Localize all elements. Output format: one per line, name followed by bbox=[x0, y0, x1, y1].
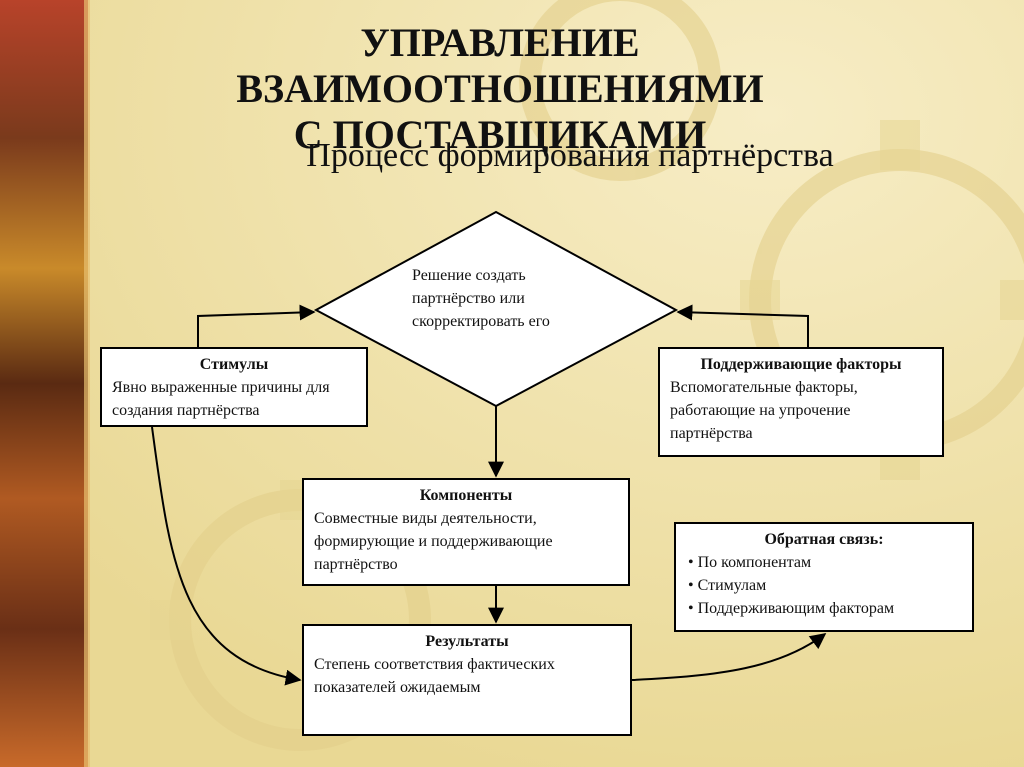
stimuli-text: Явно выраженные причины для создания пар… bbox=[112, 379, 330, 419]
arrow-supporting-to-decision bbox=[676, 304, 809, 347]
results-title: Результаты bbox=[425, 633, 509, 650]
feedback-item: По компонентам bbox=[688, 551, 962, 574]
stimuli-box: Стимулы Явно выраженные причины для созд… bbox=[100, 347, 368, 427]
supporting-factors-title: Поддерживающие факторы bbox=[700, 356, 902, 373]
results-text: Степень соответствия фактических показат… bbox=[314, 656, 555, 696]
stimuli-title: Стимулы bbox=[199, 356, 269, 373]
components-box: Компоненты Совместные виды деятельности,… bbox=[302, 478, 630, 586]
arrow-stimuli-to-decision bbox=[197, 304, 316, 347]
page-title: УПРАВЛЕНИЕ ВЗАИМООТНОШЕНИЯМИ С ПОСТАВЩИК… bbox=[100, 20, 900, 158]
results-box: Результаты Степень соответствия фактичес… bbox=[302, 624, 632, 736]
feedback-title: Обратная связь: bbox=[764, 531, 884, 548]
decision-text: Решение создать партнёрство или скоррект… bbox=[412, 267, 550, 330]
feedback-box: Обратная связь: По компонентам Стимулам … bbox=[674, 522, 974, 632]
components-title: Компоненты bbox=[419, 487, 513, 504]
arrow-stimuli-to-results bbox=[151, 426, 302, 686]
supporting-factors-text: Вспомогательные факторы, работающие на у… bbox=[670, 379, 858, 442]
components-text: Совместные виды деятельности, формирующи… bbox=[314, 510, 553, 573]
feedback-item: Поддерживающим факторам bbox=[688, 597, 962, 620]
page-title-line1: УПРАВЛЕНИЕ ВЗАИМООТНОШЕНИЯМИ bbox=[236, 20, 764, 111]
feedback-list: По компонентам Стимулам Поддерживающим ф… bbox=[686, 551, 962, 620]
page-title-line2: С ПОСТАВЩИКАМИ bbox=[293, 112, 707, 157]
arrow-results-to-feedback bbox=[631, 633, 827, 681]
page-subtitle: Процесс формирования партнёрства bbox=[306, 137, 834, 174]
feedback-item: Стимулам bbox=[688, 574, 962, 597]
supporting-factors-box: Поддерживающие факторы Вспомогательные ф… bbox=[658, 347, 944, 457]
